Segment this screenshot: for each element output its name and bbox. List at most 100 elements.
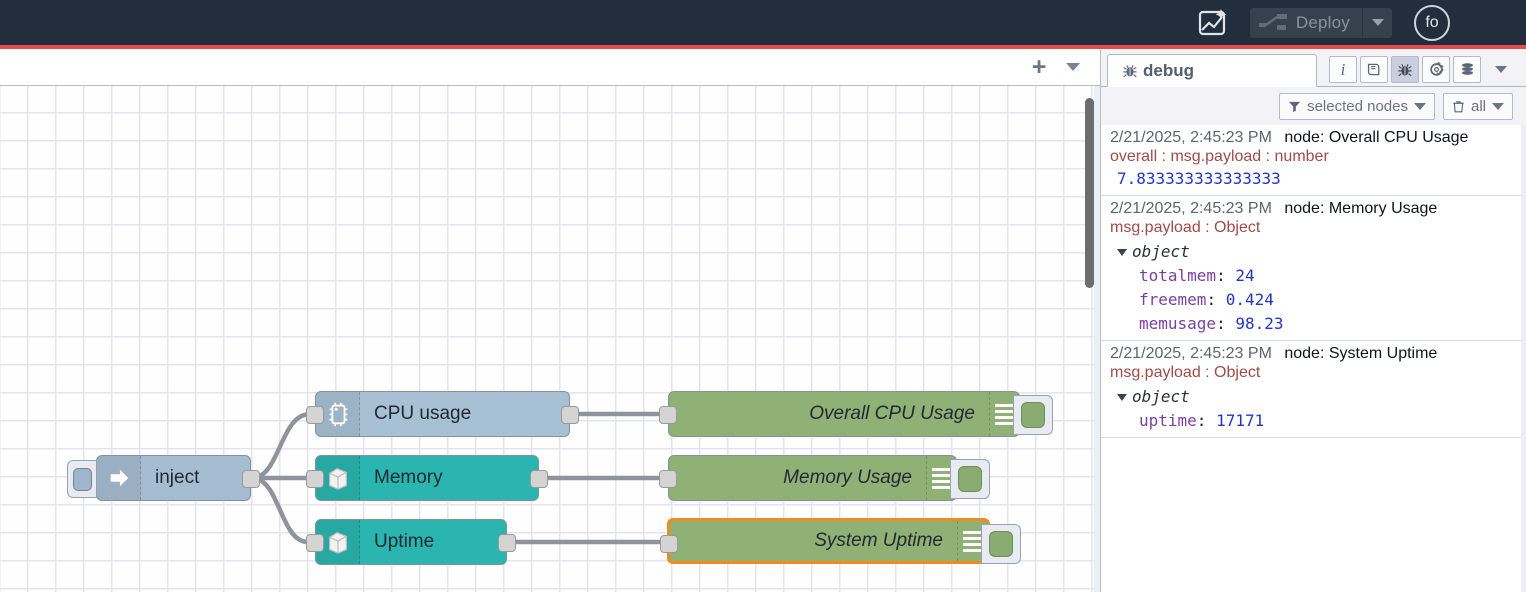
- node-cpu-usage[interactable]: CPU usage: [306, 391, 579, 437]
- output-port[interactable]: [242, 470, 260, 488]
- tab-debug-label: debug: [1143, 60, 1194, 80]
- trash-icon: [1453, 100, 1464, 112]
- debug-message[interactable]: 2/21/2025, 2:45:23 PM node: System Uptim…: [1101, 341, 1521, 438]
- deploy-dropdown-button[interactable]: [1362, 7, 1392, 38]
- debug-topic: overall : msg.payload : number: [1110, 148, 1329, 165]
- wire-layer: [251, 411, 668, 545]
- sidebar-tab-row: debug i: [1101, 49, 1526, 87]
- output-port[interactable]: [530, 470, 548, 488]
- chevron-down-icon: [1413, 102, 1426, 110]
- debug-clear-label: all: [1470, 97, 1486, 115]
- chevron-down-icon: [1371, 19, 1384, 26]
- node-overall-cpu-usage[interactable]: Overall CPU Usage: [659, 391, 1053, 437]
- debug-timestamp: 2/21/2025, 2:45:23 PM: [1110, 345, 1272, 362]
- node-inject[interactable]: inject: [67, 455, 260, 501]
- input-port[interactable]: [306, 406, 324, 424]
- context-data-icon[interactable]: [1453, 56, 1481, 83]
- node-label: Memory: [374, 467, 443, 488]
- input-port[interactable]: [660, 535, 678, 553]
- debug-clear-button[interactable]: all: [1442, 92, 1513, 120]
- chevron-down-icon[interactable]: [1117, 394, 1127, 401]
- debug-toggle-button[interactable]: [981, 524, 1021, 564]
- info-icon[interactable]: i: [1329, 56, 1357, 83]
- debug-message[interactable]: 2/21/2025, 2:45:23 PM node: Overall CPU …: [1101, 125, 1521, 196]
- debug-timestamp: 2/21/2025, 2:45:23 PM: [1110, 129, 1272, 146]
- debug-toggle-button[interactable]: [950, 459, 990, 499]
- workspace: + inject: [0, 49, 1100, 592]
- config-gear-icon[interactable]: [1422, 56, 1450, 83]
- debug-timestamp: 2/21/2025, 2:45:23 PM: [1110, 200, 1272, 217]
- library-icon[interactable]: [1360, 56, 1388, 83]
- debug-source-node: node: Overall CPU Usage: [1284, 129, 1469, 146]
- app-header: Deploy fo: [0, 0, 1526, 45]
- chevron-down-icon: [1492, 102, 1504, 110]
- hamburger-menu-icon[interactable]: [1474, 8, 1508, 38]
- debug-value: 7.833333333333333: [1117, 169, 1281, 188]
- tab-debug[interactable]: debug: [1107, 54, 1317, 87]
- inject-trigger-button[interactable]: [67, 460, 97, 498]
- debug-message-list[interactable]: 2/21/2025, 2:45:23 PM node: Overall CPU …: [1101, 125, 1521, 592]
- chevron-down-icon: [1495, 66, 1507, 73]
- canvas-vertical-scrollbar[interactable]: [1085, 98, 1094, 288]
- deploy-icon: [1258, 13, 1289, 32]
- chevron-down-icon[interactable]: [1117, 249, 1127, 256]
- debug-object-root[interactable]: object: [1110, 242, 1515, 261]
- avatar-initials: fo: [1425, 13, 1439, 31]
- input-port[interactable]: [306, 534, 324, 552]
- sidebar-scroll-track[interactable]: [1521, 125, 1526, 592]
- node-label: System Uptime: [814, 530, 943, 551]
- debug-message[interactable]: 2/21/2025, 2:45:23 PM node: Memory Usage…: [1101, 196, 1521, 341]
- debug-toggle-glyph: [1021, 402, 1045, 428]
- debug-toggle-glyph: [958, 466, 982, 492]
- node-memory-usage[interactable]: Memory Usage: [659, 455, 990, 501]
- node-system-uptime[interactable]: System Uptime: [660, 518, 1021, 564]
- output-port[interactable]: [498, 534, 516, 552]
- input-port[interactable]: [659, 470, 677, 488]
- debug-object-root[interactable]: object: [1110, 387, 1515, 406]
- sidebar-more-button[interactable]: [1488, 56, 1514, 83]
- header-accent-bar: [0, 45, 1526, 49]
- deploy-button[interactable]: Deploy: [1249, 7, 1392, 38]
- avatar[interactable]: fo: [1414, 4, 1450, 41]
- node-label: CPU usage: [374, 403, 472, 424]
- chevron-down-icon: [1066, 63, 1080, 71]
- node-label: Overall CPU Usage: [809, 403, 975, 424]
- debug-topic: msg.payload : Object: [1110, 364, 1261, 381]
- debug-lines-icon: [926, 456, 956, 500]
- node-label: Memory Usage: [783, 467, 912, 488]
- canvas-scroll-track: [1094, 86, 1100, 592]
- debug-source-node: node: System Uptime: [1284, 345, 1438, 362]
- debug-lines-icon: [957, 521, 987, 561]
- debug-topic: msg.payload : Object: [1110, 219, 1261, 236]
- node-memory[interactable]: Memory: [306, 455, 548, 501]
- debug-source-node: node: Memory Usage: [1284, 200, 1438, 217]
- flow-canvas[interactable]: inject CPU usage: [0, 86, 1100, 592]
- output-port[interactable]: [561, 406, 579, 424]
- flow-tab-bar: +: [0, 49, 1100, 86]
- debug-toggle-button[interactable]: [1013, 395, 1053, 435]
- debug-filter-label: selected nodes: [1307, 97, 1408, 115]
- deploy-label: Deploy: [1295, 12, 1350, 32]
- bug-icon: [1123, 64, 1137, 77]
- funnel-icon: [1289, 101, 1301, 112]
- node-label: inject: [155, 467, 200, 488]
- input-port[interactable]: [659, 406, 677, 424]
- debug-bug-icon[interactable]: [1391, 56, 1419, 83]
- debug-filter-button[interactable]: selected nodes: [1279, 92, 1435, 120]
- add-flow-tab-button[interactable]: +: [1031, 52, 1047, 81]
- debug-object-property: memusage: 98.23: [1139, 314, 1284, 333]
- debug-object-property: uptime: 17171: [1139, 411, 1265, 430]
- flow-sparkle-icon[interactable]: [1194, 4, 1232, 42]
- inject-button-glyph: [72, 467, 92, 491]
- debug-object-property: freemem: 0.424: [1139, 290, 1274, 309]
- arrow-right-icon: [97, 456, 141, 500]
- node-uptime[interactable]: Uptime: [306, 519, 516, 565]
- input-port[interactable]: [306, 470, 324, 488]
- debug-toolbar: selected nodes all: [1101, 87, 1526, 125]
- debug-toggle-glyph: [989, 531, 1013, 557]
- flow-tab-menu-button[interactable]: [1056, 52, 1090, 82]
- debug-lines-icon: [989, 392, 1019, 436]
- node-label: Uptime: [374, 531, 435, 552]
- server-box-icon: [316, 456, 360, 500]
- sidebar: debug i: [1100, 49, 1526, 592]
